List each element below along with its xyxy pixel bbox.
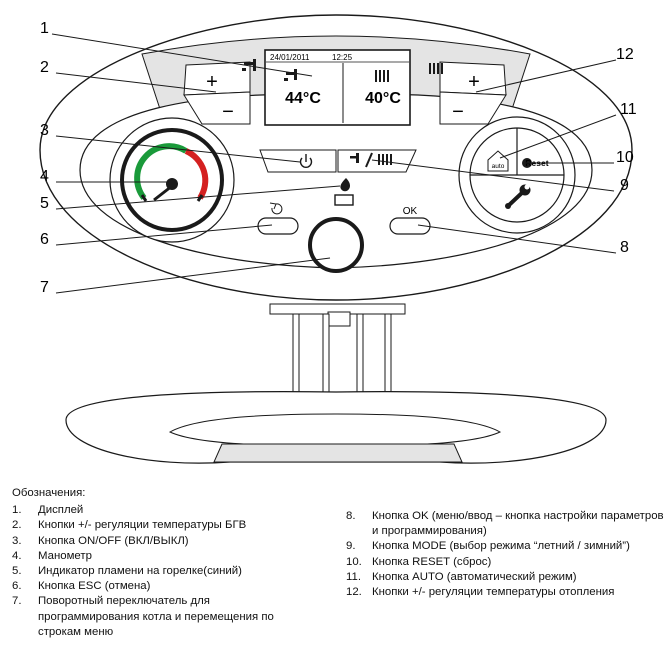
manometer-right-cap bbox=[196, 194, 204, 202]
legend-num: 4. bbox=[12, 549, 22, 562]
callout-10: 10 bbox=[616, 149, 634, 166]
legend-text: Кнопка OK (меню/ввод – кнопка настройки … bbox=[372, 510, 664, 538]
legend-item: 1. Дисплей bbox=[12, 503, 312, 518]
heating-plus-label: + bbox=[468, 71, 480, 93]
rotary-knob[interactable] bbox=[308, 217, 364, 273]
callout-numbers: 1 2 3 4 5 6 7 8 9 10 11 12 bbox=[40, 20, 637, 296]
legend-text: Кнопки +/- регуляции температуры отоплен… bbox=[372, 586, 615, 599]
legend-text: Кнопка ON/OFF (ВКЛ/ВЫКЛ) bbox=[38, 534, 189, 547]
legend-text: Дисплей bbox=[38, 504, 84, 517]
power-icon bbox=[299, 154, 313, 168]
dhw-plus-label: + bbox=[206, 71, 218, 93]
tap-icon bbox=[242, 59, 256, 71]
callout-4: 4 bbox=[40, 168, 49, 185]
callout-1: 1 bbox=[40, 20, 49, 37]
legend-num: 3. bbox=[12, 534, 22, 547]
dhw-minus-button[interactable] bbox=[183, 91, 251, 125]
legend-num: 12. bbox=[346, 586, 362, 599]
radiator-icon bbox=[429, 63, 443, 74]
leader-lines bbox=[51, 33, 617, 294]
display-heating-temp: 40°C bbox=[365, 90, 401, 107]
flame-icon bbox=[340, 178, 350, 192]
display-tap-icon bbox=[284, 69, 297, 81]
dhw-minus-label: − bbox=[222, 101, 234, 123]
flame-indicator-window bbox=[334, 194, 354, 206]
legend-item: 12. Кнопки +/- регуляции температуры отоп… bbox=[346, 585, 668, 600]
legend-num: 6. bbox=[12, 580, 22, 593]
display-time: 12:25 bbox=[332, 53, 353, 62]
legend-item: 2. Кнопки +/- регуляции температуры БГВ bbox=[12, 518, 312, 533]
legend-item: 8. Кнопка OK (меню/ввод – кнопка настройк… bbox=[346, 509, 668, 539]
manometer-green-arc bbox=[134, 143, 188, 200]
boiler-control-panel-diagram: + − + − 24/01/2011 12:25 44°C 40°C bbox=[39, 14, 637, 464]
legend-item: 6. Кнопка ESC (отмена) bbox=[12, 579, 312, 594]
display-date: 24/01/2011 bbox=[270, 53, 310, 62]
callout-12: 12 bbox=[616, 46, 634, 63]
legend-text: Индикатор пламени на горелке(синий) bbox=[38, 565, 242, 578]
callout-3: 3 bbox=[40, 122, 49, 139]
legend-num: 10. bbox=[346, 555, 362, 568]
callout-7: 7 bbox=[40, 279, 49, 296]
auto-label: auto bbox=[492, 163, 505, 170]
legend-text: Кнопка RESET (сброс) bbox=[372, 555, 492, 568]
display-dhw-temp: 44°C bbox=[285, 90, 321, 107]
legend-num: 9. bbox=[346, 540, 356, 553]
wrench-icon bbox=[505, 184, 531, 209]
legend-text: Кнопки +/- регуляции температуры БГВ bbox=[38, 519, 247, 532]
callout-5: 5 bbox=[40, 195, 49, 212]
legend-text: Кнопка ESC (отмена) bbox=[38, 580, 151, 593]
manometer-hub bbox=[166, 178, 178, 190]
mode-icon bbox=[350, 152, 392, 168]
callout-6: 6 bbox=[40, 231, 49, 248]
callout-11: 11 bbox=[620, 101, 637, 118]
ok-label: OK bbox=[403, 206, 418, 217]
legend-item: 10. Кнопка RESET (сброс) bbox=[346, 555, 668, 570]
on-off-button[interactable] bbox=[259, 149, 337, 173]
home-auto-icon bbox=[487, 150, 509, 172]
callout-2: 2 bbox=[40, 59, 49, 76]
heating-minus-label: − bbox=[452, 101, 464, 123]
lcd-display bbox=[264, 49, 411, 126]
legend-num: 5. bbox=[12, 565, 22, 578]
legend-left-column: Обозначения: 1. Дисплей 2. Кнопки +/- регу… bbox=[12, 486, 312, 640]
legend-item: 3. Кнопка ON/OFF (ВКЛ/ВЫКЛ) bbox=[12, 534, 312, 549]
legend-num: 7. bbox=[12, 595, 22, 608]
legend-item: 5. Индикатор пламени на горелке(синий) bbox=[12, 564, 312, 579]
legend-text: Кнопка MODE (выбор режима “летний / зимн… bbox=[372, 540, 630, 553]
legend-num: 1. bbox=[12, 504, 22, 517]
legend-title: Обозначения: bbox=[12, 487, 86, 499]
base-front-band bbox=[213, 443, 463, 463]
legend-text: Кнопка AUTO (автоматический режим) bbox=[372, 570, 577, 583]
manometer-red-arc bbox=[184, 148, 209, 200]
legend-text: Манометр bbox=[38, 549, 92, 562]
manometer-left-cap bbox=[140, 194, 148, 202]
display-radiator-icon bbox=[375, 70, 389, 82]
ok-button[interactable] bbox=[389, 217, 431, 235]
legend-item: 9. Кнопка MODE (выбор режима “летний / зи… bbox=[346, 539, 668, 554]
legend-num: 11. bbox=[346, 570, 361, 583]
callout-8: 8 bbox=[620, 239, 629, 256]
esc-arrow-icon bbox=[269, 202, 283, 215]
legend-item: 4. Манометр bbox=[12, 549, 312, 564]
heating-minus-button[interactable] bbox=[439, 91, 507, 125]
legend-right-column: 8. Кнопка OK (меню/ввод – кнопка настройк… bbox=[346, 509, 668, 600]
legend-text: Поворотный переключатель для программиро… bbox=[38, 595, 274, 638]
legend-item: 7. Поворотный переключатель для программи… bbox=[12, 594, 312, 640]
legend-num: 2. bbox=[12, 519, 22, 532]
callout-9: 9 bbox=[620, 177, 629, 194]
legend-num: 8. bbox=[346, 510, 356, 522]
legend-item: 11. Кнопка AUTO (автоматический режим) bbox=[346, 570, 668, 585]
